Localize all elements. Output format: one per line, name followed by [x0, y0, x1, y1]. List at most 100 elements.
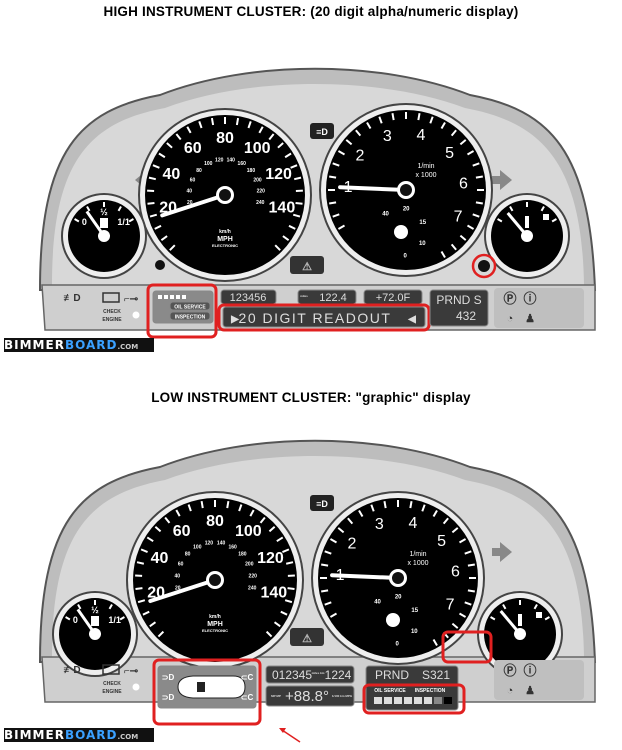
gauge-tick [450, 243, 457, 251]
inspection-label-box [169, 311, 211, 321]
temperature-display [265, 685, 355, 707]
mph-tick-label: 40 [163, 166, 181, 183]
gauge-tick [160, 235, 168, 241]
gauge-tick [277, 142, 284, 149]
gauge-tick [442, 517, 449, 525]
mph-tick-label: 80 [206, 513, 224, 530]
gauge-tick [164, 516, 171, 524]
gauge-tick [117, 206, 122, 212]
trip-value: 1224 [325, 668, 352, 682]
kmh-tick-label: 60 [178, 562, 184, 568]
oil-pressure-icon: ⌐⊸ [124, 294, 139, 305]
gauge-tick [148, 176, 157, 181]
right-warning-panel [494, 660, 584, 700]
gauge-tick [154, 224, 162, 230]
gauge-tick [321, 563, 329, 567]
right-warning-panel [494, 288, 584, 328]
gauge-tick [119, 616, 125, 621]
gauge-tick [149, 213, 158, 218]
needle-hub-center [219, 189, 231, 201]
gauge-tick [226, 500, 230, 509]
kmh-tick-label: 20 [187, 200, 193, 206]
red-highlight-box [362, 683, 466, 715]
mph-tick-label: 80 [216, 130, 234, 147]
gauge-tick [74, 218, 80, 223]
gauge-needle [160, 193, 227, 218]
temperature-value: +88.8° [285, 688, 329, 705]
kmh-tick-label: 20 [175, 586, 181, 592]
kmh-tick-label: 220 [249, 573, 258, 579]
gauge-tick [238, 504, 243, 512]
lamp-icon: ⊃D [162, 673, 175, 682]
bimmerboard-logo: BIMMERBOARD.COM [4, 728, 154, 742]
kmh-tick-label: 240 [248, 586, 257, 592]
fuel-tick-label: ½ [100, 207, 108, 217]
kmh-tick-label: 240 [256, 200, 265, 206]
gauge-tick [175, 133, 182, 141]
service-interval-segment [414, 697, 422, 704]
kmh-unit-label: km/h [219, 229, 231, 235]
gauge-tick [166, 142, 173, 149]
parking-brake-icon: Ⓟ [503, 291, 516, 306]
kmh-tick-label: 60 [190, 178, 196, 184]
needle-hub [98, 230, 110, 242]
parking-brake-icon: Ⓟ [503, 663, 516, 678]
gauge-tick [210, 117, 215, 126]
gauge-tick [544, 616, 550, 621]
economy-tick-label: 40 [382, 212, 389, 218]
gauge-tick [268, 133, 275, 141]
brake-warning-icon: ⓘ [523, 663, 536, 678]
check-engine-label: CHECK [103, 309, 121, 315]
gauge-tick [329, 612, 338, 618]
gauge-tick [282, 548, 290, 553]
gauge-tick [147, 201, 155, 205]
gauge-tick [502, 604, 507, 610]
gauge-tick [458, 612, 467, 618]
gauge-needle [330, 573, 400, 580]
gauge-tick [432, 638, 438, 647]
gauge-tick [137, 599, 146, 604]
lamp-icon: ⊂C [241, 673, 254, 682]
gauge-tick [358, 509, 364, 518]
inspection-label: INSPECTION [175, 315, 206, 321]
gauge-tick [450, 129, 457, 137]
economy-tick-label: 10 [419, 241, 426, 247]
gauge-tick [421, 504, 426, 512]
hazard-button [290, 256, 324, 274]
gauge-tick [329, 175, 337, 179]
economy-tick-label: 0 [395, 642, 399, 648]
seatbelt-icon: ♟ [525, 685, 535, 697]
gauge-tick [329, 538, 338, 544]
service-interval-segment [434, 697, 442, 704]
gauge-tick [324, 550, 332, 555]
red-highlight-circle [471, 253, 497, 279]
reset-knob [155, 260, 165, 270]
indicator-dot [132, 683, 140, 691]
mph-tick-label: 60 [173, 523, 191, 540]
gauge-tick [551, 218, 557, 223]
economy-tick-label: 20 [403, 207, 410, 213]
gauge-tick [152, 164, 160, 169]
temperature-prefix: MP MP [271, 694, 281, 698]
oil-service-label: OIL SERVICE [174, 305, 206, 311]
electronic-label: ELECTRONIC [202, 628, 228, 633]
mph-tick-label: 140 [269, 199, 296, 216]
service-interval-segment [404, 697, 412, 704]
gauge-tick [86, 206, 91, 212]
kmh-tick-label: 200 [253, 178, 262, 184]
gauge-tick [466, 224, 475, 230]
gauge-tick [135, 587, 143, 590]
mph-tick-label: 40 [151, 550, 169, 567]
car-seat-icon [197, 682, 205, 692]
gauge-tick [355, 129, 362, 137]
gauge-tick [200, 500, 204, 509]
gauge-needle [148, 578, 217, 604]
gauge-tick [149, 621, 157, 628]
car-top-view-icon [177, 675, 246, 699]
tach-multiplier-label: x 1000 [415, 172, 436, 179]
gauge-tick [108, 604, 113, 610]
gauge-tick [329, 201, 337, 205]
odometer-units: miles km [312, 671, 325, 675]
battery-icon [102, 292, 120, 303]
